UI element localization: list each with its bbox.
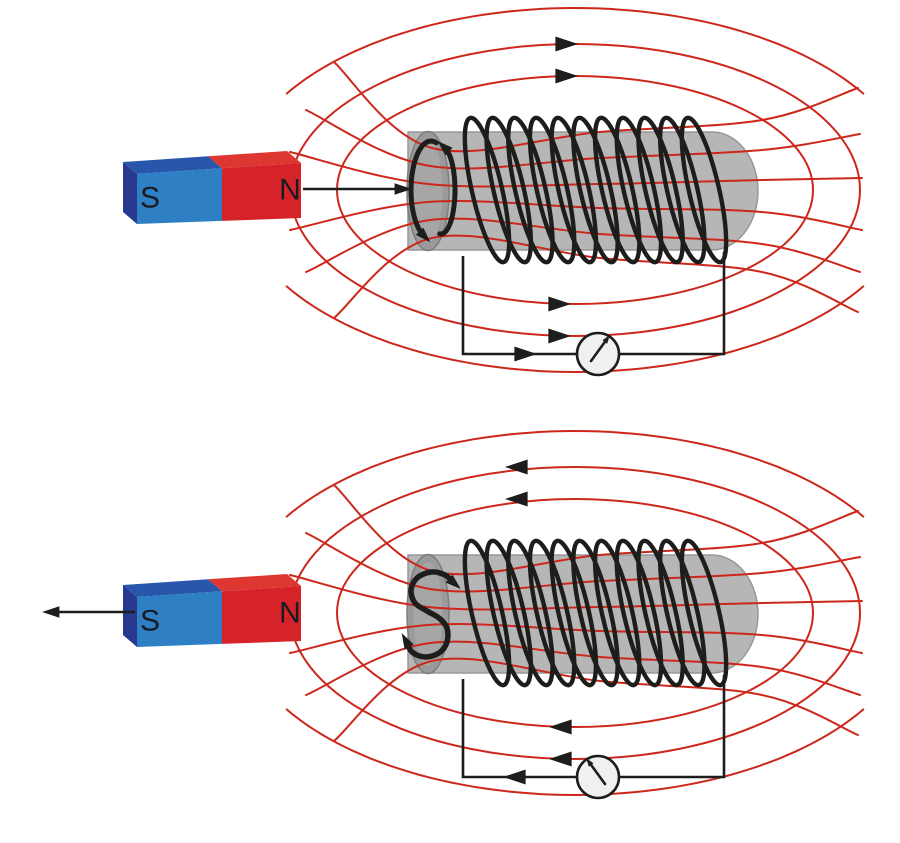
- coil-turn: [636, 115, 685, 265]
- coil-turn: [484, 538, 534, 688]
- galvanometer-needle-tip: [586, 757, 594, 767]
- magnet-north-label: N: [279, 174, 301, 207]
- magnet-top-face-south: [123, 579, 222, 597]
- coil-turn: [549, 115, 599, 265]
- magnet-top-face-south: [123, 156, 222, 174]
- coil-turn: [527, 115, 577, 265]
- field-line-core-0: [333, 484, 859, 576]
- field-line-loop-0: [336, 498, 814, 728]
- current-direction-arrowhead: [445, 574, 461, 589]
- magnet-top-face-north: [208, 574, 301, 592]
- galvanometer-needle: [589, 337, 609, 363]
- coil-turn: [679, 115, 729, 265]
- field-line-core-3: [289, 200, 863, 231]
- induced-current-arrow: [408, 138, 458, 243]
- coil-turn: [657, 538, 707, 688]
- field-line-core-5: [333, 657, 859, 742]
- field-line-outer-arc-top: [285, 6, 865, 95]
- coil-turn: [549, 538, 599, 688]
- galvanometer: [575, 331, 621, 377]
- coil-turn: [571, 115, 620, 265]
- magnet-top-face-north: [208, 151, 301, 169]
- current-loop-right-arc: [437, 144, 458, 237]
- field-direction-arrow: [549, 751, 572, 767]
- current-direction-arrowhead: [401, 633, 414, 650]
- current-direction-arrowhead: [437, 141, 453, 156]
- magnet-south-label: S: [140, 182, 160, 215]
- galvanometer-circuit: [461, 675, 726, 800]
- field-lines: [285, 6, 865, 374]
- coil-turn: [614, 115, 664, 265]
- coil-turn: [527, 538, 577, 688]
- field-line-outer-arc-top: [285, 429, 865, 518]
- coil-turn: [462, 538, 512, 688]
- motion-arrow-head: [42, 606, 60, 618]
- motion-arrow: [303, 183, 412, 195]
- galvanometer-circuit: [461, 252, 726, 377]
- coil-turn: [636, 538, 685, 688]
- magnet-south-label: S: [140, 605, 160, 638]
- induced-current-arrow: [401, 569, 461, 660]
- circuit-wire-left: [461, 679, 577, 779]
- current-direction-arrowhead: [415, 227, 431, 243]
- coil-turn: [484, 115, 534, 265]
- motion-arrow: [42, 606, 135, 618]
- circuit-wire-left: [461, 256, 577, 356]
- magnet-north-pole: [222, 586, 301, 644]
- field-direction-arrow: [548, 296, 571, 312]
- field-direction-arrow: [505, 491, 528, 507]
- field-line-core-4: [305, 640, 861, 696]
- coil-turn: [592, 115, 642, 265]
- current-loop-left-arc: [408, 138, 439, 239]
- galvanometer-dial: [575, 754, 621, 800]
- magnet-north-pole: [222, 163, 301, 221]
- field-line-outer-arc-bottom: [285, 285, 865, 374]
- galvanometer-dial: [575, 331, 621, 377]
- magnet-south-pole: [137, 591, 222, 647]
- field-line-outer-arc-bottom: [285, 708, 865, 797]
- circuit-wire-right: [619, 675, 726, 779]
- field-line-core-4: [305, 217, 861, 273]
- galvanometer-needle: [587, 760, 607, 786]
- field-direction-arrow: [549, 719, 572, 735]
- wire-current-arrow: [514, 346, 537, 362]
- field-line-core-3: [289, 623, 863, 654]
- magnet-south-pole: [137, 168, 222, 224]
- field-direction-arrow: [505, 459, 528, 475]
- magnet-side-face: [123, 585, 137, 647]
- wire-current-arrow: [503, 769, 526, 785]
- field-line-core-0: [333, 61, 859, 153]
- coil-turn: [506, 538, 555, 688]
- coil-turn: [679, 538, 729, 688]
- field-line-core-1: [305, 109, 861, 170]
- coil-turn: [571, 538, 620, 688]
- motion-arrow-head: [394, 183, 412, 195]
- field-line-core-5: [333, 234, 859, 319]
- coil-turn: [592, 538, 642, 688]
- field-lines: [285, 429, 865, 797]
- coil-turn: [657, 115, 707, 265]
- coil-turn: [462, 115, 512, 265]
- field-direction-arrow: [548, 328, 571, 344]
- magnet-side-face: [123, 162, 137, 224]
- field-line-core-1: [305, 532, 861, 593]
- field-direction-arrow: [555, 68, 578, 84]
- galvanometer: [575, 754, 621, 800]
- coil-turn: [614, 538, 664, 688]
- galvanometer-needle-tip: [602, 334, 610, 344]
- coil-winding: [462, 538, 729, 688]
- current-s-curve: [403, 569, 457, 660]
- magnet-north-label: N: [279, 597, 301, 630]
- coil-turn: [506, 115, 555, 265]
- coil-winding: [462, 115, 729, 265]
- circuit-wire-right: [619, 252, 726, 356]
- field-direction-arrow: [555, 36, 578, 52]
